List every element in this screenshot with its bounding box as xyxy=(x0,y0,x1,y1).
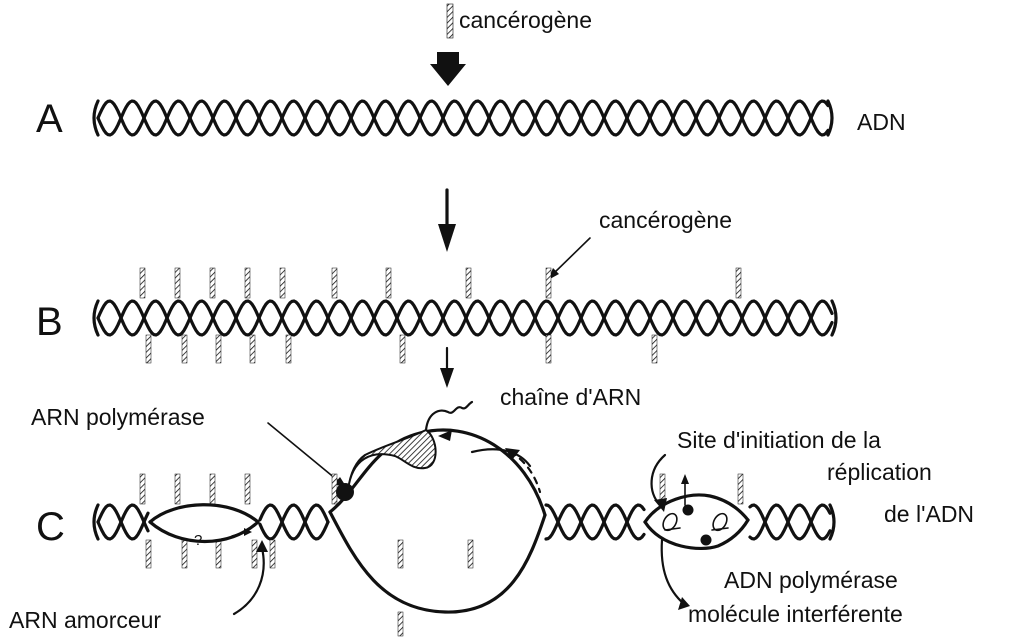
carcinogen-adduct-c-down-7 xyxy=(467,539,474,569)
dna-c-strand-2 xyxy=(96,503,832,541)
interfering-molecule-label: molécule interférente xyxy=(688,601,903,627)
interfering-molecule-pointer xyxy=(660,538,686,606)
replication-fork-marks xyxy=(664,527,729,531)
dna-helix-row-a xyxy=(92,99,834,137)
interfering-molecule-pointer-head-icon xyxy=(678,597,690,610)
rna-chain-label: chaîne d'ARN xyxy=(500,384,641,410)
carcinogen-adduct-c-up-4 xyxy=(244,473,251,505)
carcinogen-adduct-b-up-7 xyxy=(385,267,392,299)
carcinogen-label-top: cancérogène xyxy=(459,7,592,33)
replication-origin-dot-2 xyxy=(700,534,712,546)
carcinogen-molecule-top xyxy=(446,3,454,39)
primer-rna-arrow-head-icon xyxy=(244,528,252,536)
dna-c-end-left xyxy=(92,503,100,541)
carcinogen-adduct-c-up-3 xyxy=(209,473,216,505)
dna-a-strand-2 xyxy=(96,99,830,137)
dna-polymerase-label: ADN polymérase xyxy=(724,567,898,593)
transcription-arrow-head-icon xyxy=(438,430,452,441)
carcinogen-adduct-b-up-5 xyxy=(279,267,286,299)
carcinogen-adduct-c-up-2 xyxy=(174,473,181,505)
carcinogen-adduct-c-down-2 xyxy=(181,539,188,569)
carcinogen-adduct-b-down-8 xyxy=(651,334,658,364)
dna-a-end-left xyxy=(92,99,100,137)
carcinogen-adduct-c-bottom xyxy=(397,611,404,637)
rna-chain-tail xyxy=(424,400,474,432)
dna-helix-row-b xyxy=(92,267,838,364)
carcinogen-adduct-b-up-10 xyxy=(735,267,742,299)
carcinogen-adduct-b-up-2 xyxy=(174,267,181,299)
row-label-b: B xyxy=(36,300,63,344)
primer-rna-label: ARN amorceur xyxy=(9,607,161,633)
dna-b-end-left xyxy=(92,299,100,337)
carcinogen-adduct-b-up-3 xyxy=(209,267,216,299)
carcinogen-adduct-b-up-4 xyxy=(244,267,251,299)
transcription-bubble-bottom-strand xyxy=(328,510,547,614)
primer-bubble-bottom-strand xyxy=(148,520,260,544)
dna-b-strand-2 xyxy=(96,299,834,337)
rna-dna-hybrid-region xyxy=(347,428,437,491)
carcinogen-adduct-c-up-5 xyxy=(331,473,338,505)
dna-c-end-right xyxy=(828,503,836,541)
carcinogen-pointer-b xyxy=(550,237,591,277)
carcinogen-adduct-b-down-6 xyxy=(399,334,406,364)
dna-a-end-right xyxy=(826,99,834,137)
carcinogen-arrow-icon xyxy=(430,52,466,86)
replication-site-label-line2: réplication xyxy=(827,459,932,485)
carcinogen-adduct-c-down-1 xyxy=(145,539,152,569)
transcription-dashed-arrow-head-icon xyxy=(505,448,520,460)
replication-site-label-line3: de l'ADN xyxy=(884,501,974,527)
dna-c-strand-1 xyxy=(96,503,832,541)
carcinogen-adduct-c-down-6 xyxy=(397,539,404,569)
carcinogen-label-b: cancérogène xyxy=(599,207,732,233)
step-arrowhead-ab-icon xyxy=(438,224,456,252)
carcinogen-adduct-c-down-3 xyxy=(215,539,222,569)
carcinogen-adduct-c-up-1 xyxy=(139,473,146,505)
dna-b-end-right xyxy=(830,299,838,337)
carcinogen-adduct-b-down-1 xyxy=(145,334,152,364)
carcinogen-adduct-b-up-8 xyxy=(465,267,472,299)
dna-a-strand-1 xyxy=(96,99,830,137)
carcinogen-adduct-b-down-2 xyxy=(181,334,188,364)
primer-rna-strand xyxy=(205,531,247,543)
carcinogen-adduct-c-down-4 xyxy=(251,539,258,569)
primer-bubble-top-strand xyxy=(148,503,260,524)
carcinogen-adduct-b-down-5 xyxy=(285,334,292,364)
dna-helix-row-c xyxy=(92,473,836,637)
carcinogen-adduct-c-up-7 xyxy=(737,473,744,505)
carcinogen-adduct-b-down-3 xyxy=(215,334,222,364)
row-label-a: A xyxy=(36,97,63,141)
carcinogen-adduct-c-down-5 xyxy=(269,539,276,569)
primer-rna-pointer xyxy=(232,546,265,616)
carcinogen-adduct-b-up-1 xyxy=(139,267,146,299)
carcinogen-adduct-b-up-6 xyxy=(331,267,338,299)
rna-polymerase-pointer xyxy=(267,422,343,485)
carcinogen-adduct-b-down-4 xyxy=(249,334,256,364)
replication-site-label-line1: Site d'initiation de la xyxy=(677,427,881,453)
carcinogen-adduct-b-down-7 xyxy=(545,334,552,364)
dna-label: ADN xyxy=(857,109,906,135)
replication-bubble-bottom-strand xyxy=(643,518,750,550)
dna-b-strand-1 xyxy=(96,299,834,337)
replication-origin-dot-1 xyxy=(682,504,694,516)
transcription-bubble-top-strand xyxy=(328,428,547,517)
transcription-direction-arrow xyxy=(470,448,532,468)
primer-rna-pointer-head-icon xyxy=(256,540,268,552)
row-label-c: C xyxy=(36,505,65,549)
replication-site-pointer-head-icon xyxy=(654,498,667,512)
rna-polymerase-enzyme xyxy=(336,483,354,501)
step-arrowhead-bc-icon xyxy=(440,368,454,388)
rna-polymerase-label: ARN polymérase xyxy=(31,404,205,430)
replication-origin-up-arrow-head-icon xyxy=(681,474,689,484)
carcinogen-adduct-b-up-9 xyxy=(545,267,552,299)
